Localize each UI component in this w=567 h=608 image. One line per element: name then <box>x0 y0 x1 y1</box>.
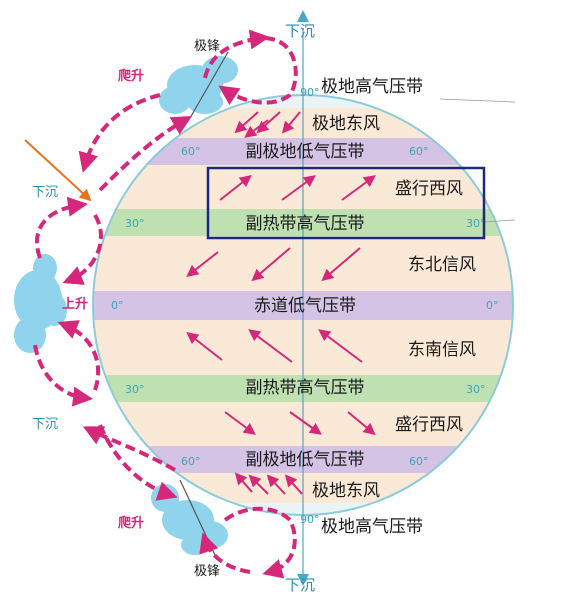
label-sink-left-lower: 下沉 <box>32 417 58 432</box>
lat-s30-left: 30° <box>125 383 145 396</box>
label-subpolar-low-north: 副极地低气压带 <box>246 142 365 162</box>
zone-westerlies-north <box>93 165 513 209</box>
label-westerlies-north: 盛行西风 <box>395 179 463 199</box>
label-front-upper: 极锋 <box>194 39 220 54</box>
cell-hadley-south <box>33 344 93 407</box>
wind-arrow-we-s-15 <box>347 411 376 436</box>
lat-n30-right: 30° <box>466 217 486 230</box>
label-subtropical-high-north: 副热带高气压带 <box>246 214 365 234</box>
cell-ferrel-south <box>98 424 178 501</box>
cell-ferrel-north <box>78 93 161 173</box>
lat-n60-left: 60° <box>181 145 201 158</box>
zone-westerlies-south <box>93 402 513 446</box>
wind-arrow-ne-9 <box>321 247 361 282</box>
wind-arrow-se-11 <box>248 329 293 363</box>
label-rise-equator: 上升 <box>62 296 88 312</box>
label-equatorial-low: 赤道低气压带 <box>254 296 356 316</box>
wind-arrow-pe-n-0 <box>234 111 259 134</box>
pointer-arrow <box>24 139 92 202</box>
lat-n60-right: 60° <box>409 145 429 158</box>
label-polar-high-south: 极地高气压带 <box>321 517 423 537</box>
wind-arrow-se-12 <box>318 329 363 363</box>
wind-arrow-we-s-13 <box>224 411 256 435</box>
cell-hadley-north-2 <box>62 213 103 285</box>
circulation-cells <box>33 29 298 579</box>
cell-hadley-south-2 <box>57 320 101 391</box>
axis-arrow-bottom <box>297 574 309 586</box>
label-subtropical-high-south: 副热带高气压带 <box>246 378 365 398</box>
axis-arrow-top <box>297 10 309 22</box>
wind-arrow-we-n-6 <box>341 175 376 201</box>
wind-arrow-se-10 <box>186 332 223 361</box>
label-sink-left-upper: 下沉 <box>32 185 58 200</box>
pointer-line-mid <box>483 219 516 223</box>
lat-n90: 90° <box>300 86 320 99</box>
wind-arrow-pe-n-3 <box>244 119 269 138</box>
pointer-line-top <box>439 98 516 103</box>
wind-arrow-pe-s-18 <box>266 474 286 495</box>
wind-arrow-pe-s-16 <box>234 472 253 493</box>
wind-arrow-ne-8 <box>251 247 291 282</box>
cloud-equator <box>14 254 67 353</box>
label-polar-easterlies-north: 极地东风 <box>312 114 380 134</box>
label-westerlies-south: 盛行西风 <box>395 415 463 435</box>
cell-polar-south-return <box>199 532 251 574</box>
cell-polar-north-return <box>203 29 270 79</box>
highlight-box-westerlies <box>206 166 486 240</box>
cloud-upper <box>159 56 238 114</box>
label-sink-bottom: 下沉 <box>285 576 315 594</box>
lat-eq-left: 0° <box>111 299 124 312</box>
wind-arrow-pe-n-1 <box>256 111 281 134</box>
polar-front-upper <box>189 51 229 119</box>
cell-ferrel-south-2 <box>82 426 176 472</box>
label-polar-easterlies-south: 极地东风 <box>312 481 380 501</box>
wind-arrow-pe-s-19 <box>284 474 303 495</box>
cell-hadley-north <box>34 196 88 259</box>
label-ne-trades: 东北信风 <box>408 255 476 275</box>
label-se-trades: 东南信风 <box>408 340 476 360</box>
cell-polar-south <box>223 506 297 579</box>
lat-s90: 90° <box>300 513 320 526</box>
wind-arrow-pe-s-17 <box>248 474 269 495</box>
label-polar-high-north: 极地高气压带 <box>321 77 423 97</box>
lat-eq-right: 0° <box>486 299 499 312</box>
lat-n30-left: 30° <box>125 217 145 230</box>
lat-s60-right: 60° <box>409 455 429 468</box>
wind-arrows <box>186 111 376 495</box>
label-climb-upper: 爬升 <box>117 68 144 84</box>
wind-arrow-pe-n-2 <box>281 111 301 134</box>
wind-arrow-we-n-5 <box>281 175 316 201</box>
label-front-lower: 极锋 <box>194 564 220 579</box>
label-climb-lower: 爬升 <box>117 515 144 531</box>
wind-arrow-ne-7 <box>186 251 219 277</box>
wind-arrow-we-s-14 <box>289 411 322 435</box>
lat-s30-right: 30° <box>466 383 486 396</box>
lat-s60-left: 60° <box>181 455 201 468</box>
zone-polar-easterlies-north <box>93 108 513 138</box>
label-subpolar-low-south: 副极地低气压带 <box>246 450 365 470</box>
label-sink-top: 下沉 <box>285 22 315 40</box>
cell-ferrel-north-2 <box>98 116 192 192</box>
cell-polar-north <box>218 36 298 105</box>
wind-arrow-we-n-4 <box>219 175 252 201</box>
zone-polar-easterlies-south <box>93 473 513 503</box>
